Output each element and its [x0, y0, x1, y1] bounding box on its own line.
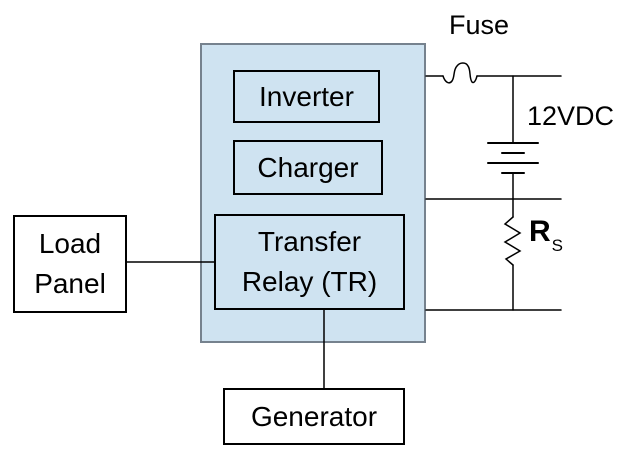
load-panel-label-line2: Panel	[34, 268, 106, 299]
fuse-circuit-wire	[425, 62, 562, 84]
charger-block: Charger	[233, 140, 383, 195]
transfer-relay-block: Transfer Relay (TR)	[214, 214, 405, 310]
resistor-name-text: R	[529, 215, 551, 248]
resistor-subscript-text: S	[551, 236, 564, 255]
resistor-zigzag	[503, 216, 522, 266]
charger-label: Charger	[257, 151, 359, 183]
inverter-block: Inverter	[233, 70, 380, 123]
transfer-relay-label-line1: Transfer	[257, 226, 362, 257]
fuse-symbol	[442, 62, 478, 84]
load-panel-block: Load Panel	[13, 215, 127, 313]
generator-block: Generator	[223, 388, 405, 445]
load-panel-label-line1: Load	[38, 228, 102, 259]
battery-symbol	[487, 75, 539, 218]
battery-voltage-label: 12VDC	[527, 101, 615, 131]
sense-resistor-label: RS	[529, 215, 563, 256]
transfer-relay-label-line2: Relay (TR)	[241, 266, 378, 297]
generator-label: Generator	[250, 400, 378, 432]
fuse-label: Fuse	[449, 10, 510, 40]
inverter-label: Inverter	[259, 80, 354, 112]
resistor-symbol	[503, 216, 522, 311]
